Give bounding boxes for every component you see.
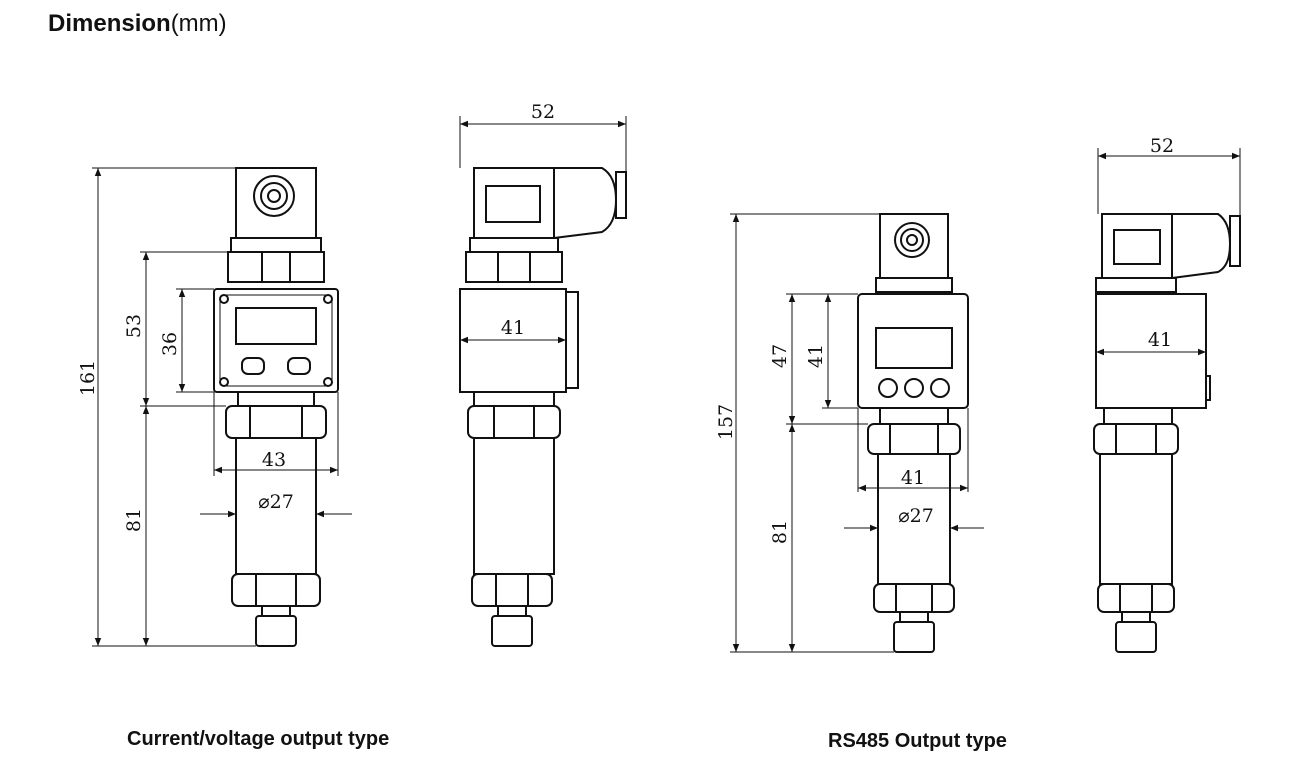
device2-body-width-label: 41 xyxy=(1148,329,1172,351)
caption-rs485: RS485 Output type xyxy=(828,730,1007,752)
device2-overall-height-label: 157 xyxy=(715,404,737,440)
caption-current-voltage: Current/voltage output type xyxy=(127,728,390,750)
device2-side-view: 52 41 xyxy=(1093,135,1241,653)
device1-overall-height-label: 161 xyxy=(77,360,99,396)
device1-display-height-label: 36 xyxy=(159,332,181,356)
device2-diameter-label: ⌀27 xyxy=(898,505,934,527)
device2-front-view: 157 47 41 81 41 ⌀27 xyxy=(715,213,984,653)
device2-connector-width-label: 52 xyxy=(1150,135,1174,157)
device1-lower-height-label: 81 xyxy=(123,508,145,532)
device2-width-label: 41 xyxy=(901,467,925,489)
title-text: Dimension xyxy=(48,10,171,37)
device1-front-view: 161 53 36 81 43 ⌀27 xyxy=(77,167,352,647)
device1-display-section-height-label: 53 xyxy=(123,314,145,338)
title-unit: (mm) xyxy=(170,10,227,37)
device1-diameter-label: ⌀27 xyxy=(258,491,294,513)
device1-side-view: 52 41 xyxy=(459,101,627,647)
device2-display-section-height-label: 47 xyxy=(769,344,791,368)
device1-width-label: 43 xyxy=(262,449,286,471)
device2-display-height-label: 41 xyxy=(805,344,827,368)
device2-lower-height-label: 81 xyxy=(769,520,791,544)
device1-connector-width-label: 52 xyxy=(531,101,555,123)
page-title: Dimension(mm) xyxy=(48,10,227,38)
device1-body-width-label: 41 xyxy=(501,317,525,339)
